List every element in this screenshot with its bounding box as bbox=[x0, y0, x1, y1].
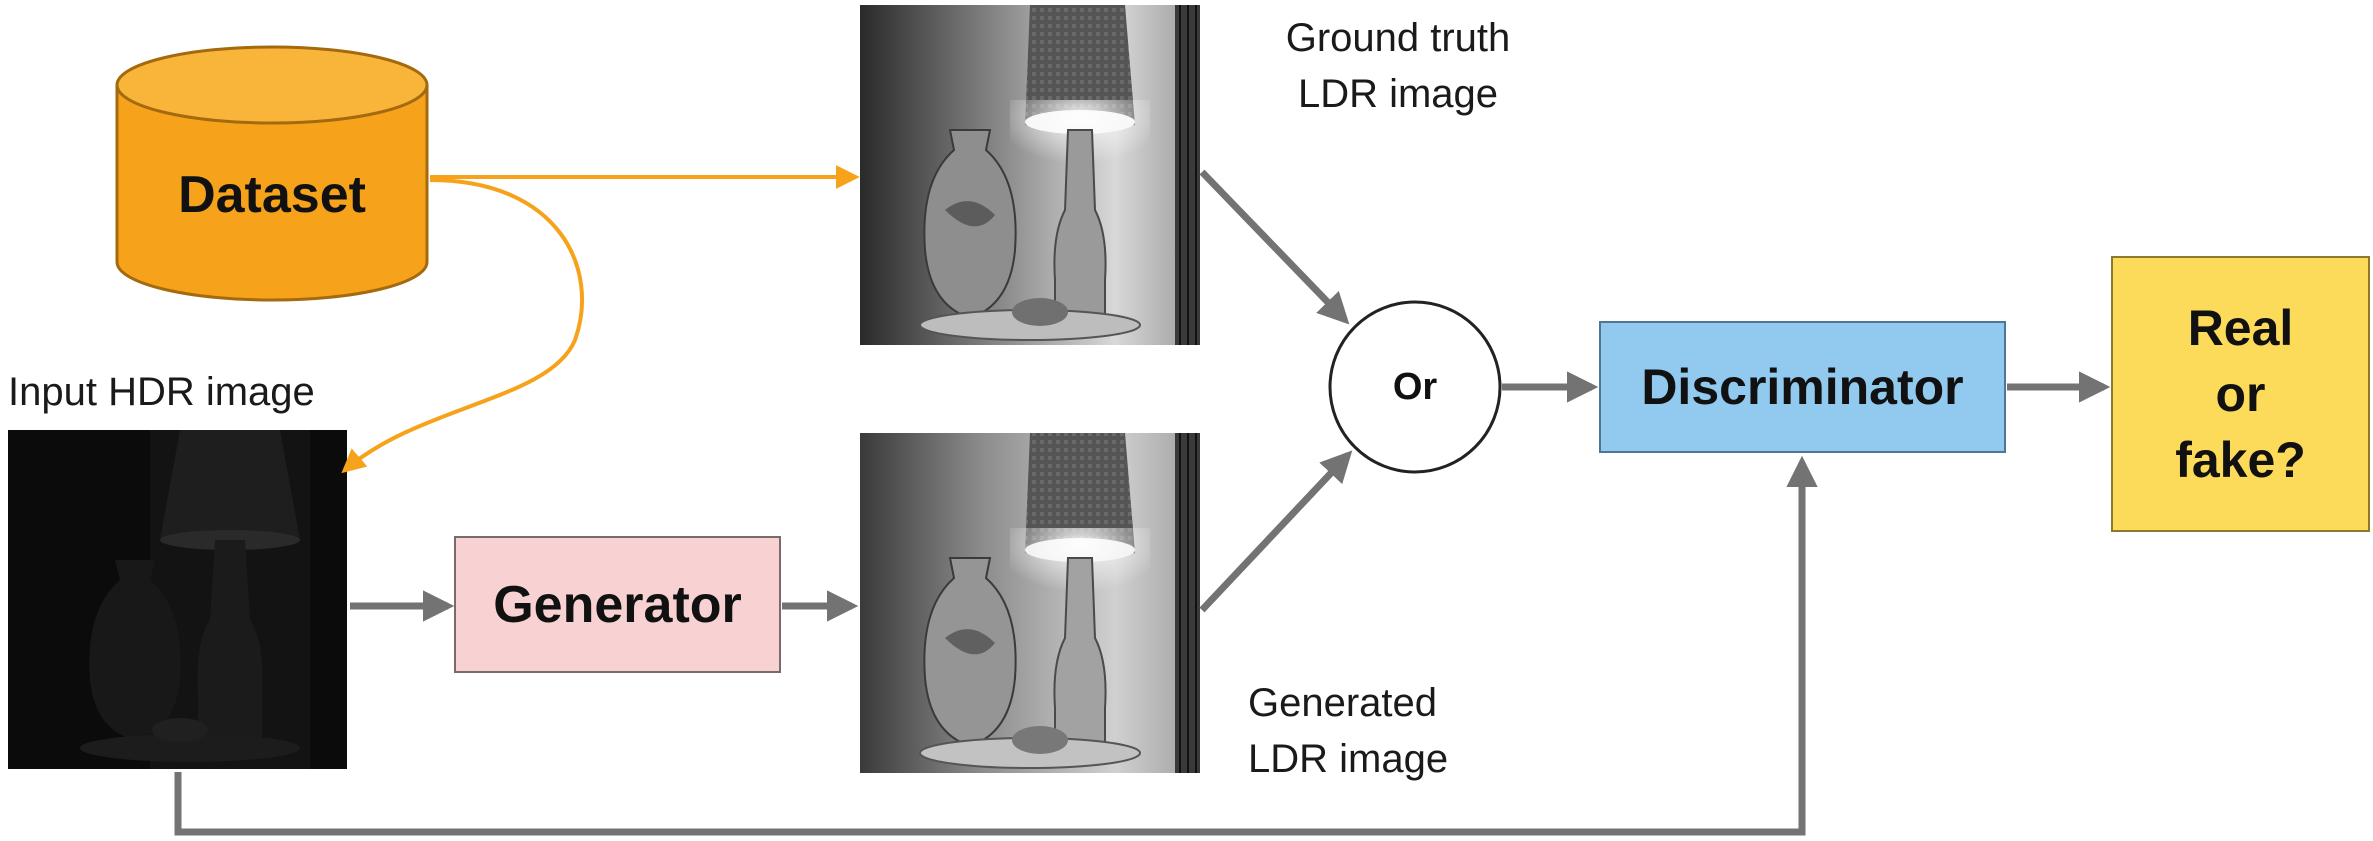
or-label: Or bbox=[1392, 365, 1438, 408]
dataset-label: Dataset bbox=[178, 166, 366, 224]
generated-image bbox=[860, 433, 1200, 773]
generator-label: Generator bbox=[493, 575, 742, 634]
discriminator-box bbox=[1599, 321, 2006, 453]
arrow-ground-truth-to-or bbox=[1199, 169, 1350, 325]
output-label: Real or fake? bbox=[2175, 300, 2306, 488]
generator-box bbox=[454, 536, 781, 673]
dataset-cylinder bbox=[115, 45, 429, 302]
discriminator-label: Discriminator bbox=[1641, 359, 1964, 415]
ground-truth-caption: Ground truth LDR image bbox=[1285, 16, 1511, 116]
output-box bbox=[2111, 256, 2370, 532]
input-hdr-caption: Input HDR image bbox=[8, 370, 315, 414]
ground-truth-image bbox=[860, 5, 1200, 345]
input-hdr-image bbox=[8, 430, 347, 769]
arrow-input-to-discriminator bbox=[174, 455, 1818, 836]
arrow-generated-to-or bbox=[1199, 450, 1353, 613]
arrow-dataset-to-input-hdr bbox=[341, 178, 584, 474]
generated-caption: Generated LDR image bbox=[1248, 681, 1449, 781]
or-circle bbox=[1328, 300, 1502, 474]
